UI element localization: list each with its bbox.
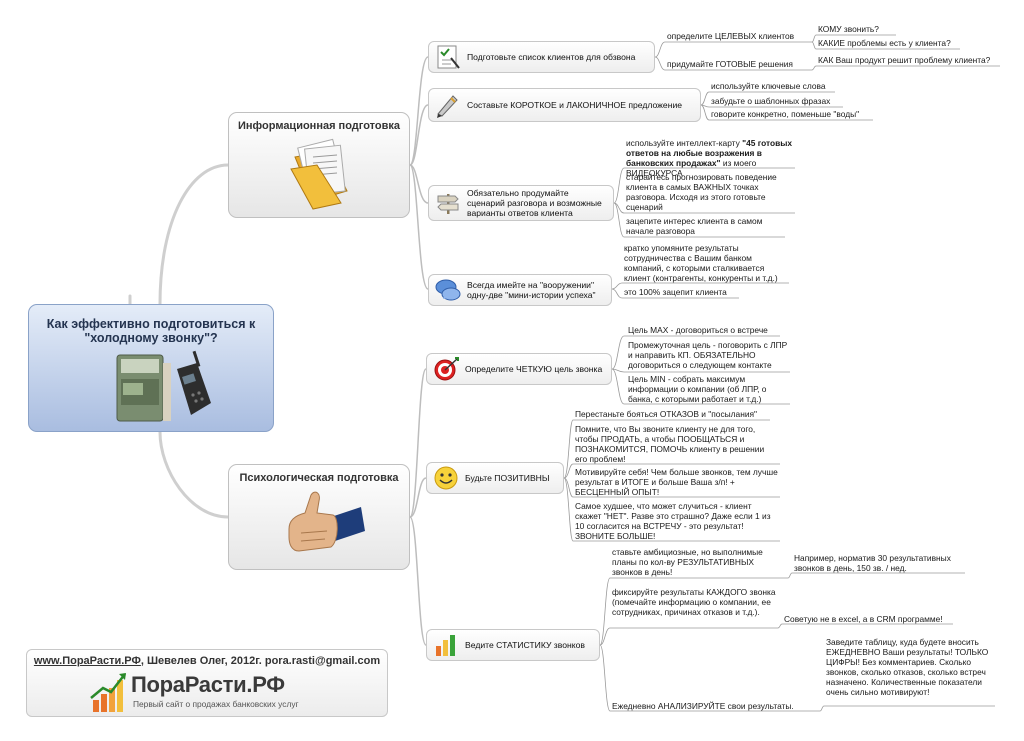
leaf-remember: Помните, что Вы звоните клиенту не для т…	[575, 424, 765, 464]
task-script-label: Обязательно продумайте сценарий разговор…	[467, 188, 602, 218]
task-short-offer-label: Составьте КОРОТКОЕ и ЛАКОНИЧНОЕ предложе…	[467, 100, 683, 110]
task-client-list-label: Подготовьте список клиентов для обзвона	[467, 52, 636, 62]
leaf-norm-30: Например, норматив 30 результативных зво…	[794, 553, 951, 573]
leaf-no-templates: забудьте о шаблонных фразах	[711, 96, 831, 106]
leaf-use-crm: Советую не в excel, а в CRM программе!	[784, 614, 943, 624]
bar-chart-icon	[436, 635, 455, 656]
leaf-client-problems: КАКИЕ проблемы есть у клиента?	[818, 38, 951, 48]
task-script[interactable]: Обязательно продумайте сценарий разговор…	[428, 185, 614, 221]
leaf-mention-results: кратко упомяните результаты сотрудничест…	[624, 243, 778, 283]
leaf-product-solves: КАК Ваш продукт решит проблему клиента?	[818, 55, 991, 65]
leaf-hook-interest: зацепите интерес клиента в самом начале …	[626, 216, 763, 236]
subtopic-ambitious-plans: ставьте амбициозные, но выполнимые планы…	[612, 547, 763, 577]
folder-documents-icon	[290, 138, 348, 210]
main-topic-info[interactable]: Информационная подготовка	[228, 112, 410, 218]
thumbs-up-icon	[288, 491, 365, 552]
leaf-mindmap-45-bold: "45 готовых ответов на любые возражения …	[626, 138, 793, 168]
leaf-forecast-behaviour: старайтесь прогнозировать поведение клие…	[626, 172, 777, 212]
central-topic[interactable]: Как эффективно подготовиться к "холодном…	[28, 304, 274, 432]
task-success-stories[interactable]: Всегда имейте на "вооружении" одну-две "…	[428, 274, 612, 306]
leaf-goal-mid: Промежуточная цель - поговорить с ЛПР и …	[628, 340, 788, 370]
task-positive-label: Будьте ПОЗИТИВНЫ	[465, 473, 550, 483]
pen-icon	[437, 95, 458, 118]
leaf-mindmap-45-post: из моего ВИДЕОКУРСА	[626, 158, 757, 178]
leaf-worst-case: Самое худшее, что может случиться - клие…	[575, 501, 771, 541]
leaf-keywords: используйте ключевые слова	[711, 81, 826, 91]
main-topic-psych-title: Психологическая подготовка	[239, 472, 399, 484]
footer-site-link[interactable]: www.ПораРасти.РФ	[33, 655, 141, 667]
target-icon	[434, 357, 459, 381]
chat-bubbles-icon	[435, 279, 461, 301]
task-positive[interactable]: Будьте ПОЗИТИВНЫ	[426, 462, 564, 494]
main-topic-info-title: Информационная подготовка	[238, 120, 400, 132]
footer-tagline: Первый сайт о продажах банковских услуг	[133, 699, 299, 709]
footer-logo-text: ПораРасти.РФ	[131, 672, 285, 697]
growth-chart-logo-icon	[90, 673, 126, 712]
task-client-list[interactable]: Подготовьте список клиентов для обзвона	[428, 41, 655, 73]
footer-author: , Шевелев Олег, 2012г. pora.rasti@gmail.…	[140, 655, 381, 667]
phone-book-icon	[116, 350, 211, 422]
subtopic-ready-solutions: придумайте ГОТОВЫЕ решения	[667, 59, 793, 69]
leaf-mindmap-45-pre: используйте интеллект-карту	[626, 138, 743, 148]
task-short-offer[interactable]: Составьте КОРОТКОЕ и ЛАКОНИЧНОЕ предложе…	[428, 88, 701, 122]
subtopic-target-clients: определите ЦЕЛЕВЫХ клиентов	[667, 31, 795, 41]
task-goal-label: Определите ЧЕТКУЮ цель звонка	[465, 364, 603, 374]
leaf-be-concrete: говорите конкретно, поменьше "воды"	[711, 109, 860, 119]
central-topic-title: Как эффективно подготовиться к "холодном…	[46, 317, 256, 345]
checklist-icon	[437, 45, 460, 69]
leaf-hooks-100: это 100% зацепит клиента	[624, 287, 727, 297]
leaf-goal-min: Цель MIN - собрать максимум информации о…	[628, 374, 767, 404]
leaf-stop-fear: Перестаньте бояться ОТКАЗОВ и "посылания…	[575, 409, 758, 419]
smiley-icon	[434, 466, 458, 490]
leaf-make-table: Заведите таблицу, куда будете вносить ЕЖ…	[826, 637, 989, 697]
task-success-stories-label: Всегда имейте на "вооружении" одну-две "…	[467, 280, 596, 300]
footer-banner: www.ПораРасти.РФ, Шевелев Олег, 2012г. p…	[26, 649, 388, 717]
leaf-goal-max: Цель MAX - договориться о встрече	[628, 325, 768, 335]
leaf-whom-to-call: КОМУ звонить?	[818, 24, 879, 34]
task-statistics-label: Ведите СТАТИСТИКУ звонков	[465, 640, 585, 650]
leaf-motivate: Мотивируйте себя! Чем больше звонков, те…	[575, 467, 778, 497]
task-statistics[interactable]: Ведите СТАТИСТИКУ звонков	[426, 629, 600, 661]
subtopic-analyze-daily: Ежедневно АНАЛИЗИРУЙТЕ свои результаты.	[612, 701, 794, 711]
task-goal[interactable]: Определите ЧЕТКУЮ цель звонка	[426, 353, 612, 385]
main-topic-psych[interactable]: Психологическая подготовка	[228, 464, 410, 570]
signpost-icon	[437, 194, 459, 214]
subtopic-record-results: фиксируйте результаты КАЖДОГО звонка (по…	[612, 587, 776, 617]
leaf-mindmap-45: используйте интеллект-карту "45 готовых …	[626, 128, 796, 178]
footer-credit: www.ПораРасти.РФ, Шевелев Олег, 2012г. p…	[27, 655, 387, 667]
